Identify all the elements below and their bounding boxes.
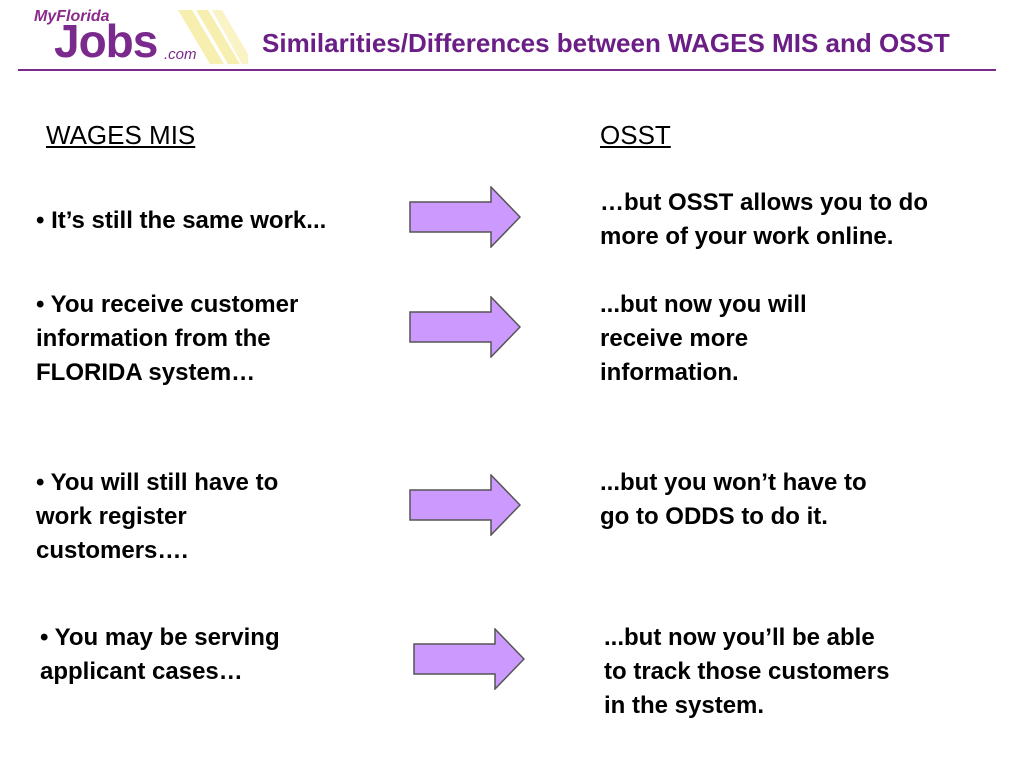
myflorida-jobs-logo: MyFlorida Jobs .com (28, 2, 248, 68)
column-header-osst: OSST (600, 120, 671, 150)
logo-dotcom-text: .com (164, 46, 197, 63)
title-divider (18, 69, 996, 71)
right-arrow-icon (409, 474, 521, 536)
slide-title: Similarities/Differences between WAGES M… (262, 28, 950, 58)
row-3-right-text: ...but you won’t have to go to ODDS to d… (600, 469, 867, 530)
row-4-left-text: • You may be serving applicant cases… (40, 624, 280, 685)
row-2-left-text: • You receive customer information from … (36, 291, 299, 386)
row-4-right-text: ...but now you’ll be able to track those… (604, 624, 890, 719)
right-arrow-icon (409, 186, 521, 248)
logo-stripes-decoration (178, 10, 248, 64)
row-2-right-text: ...but now you will receive more informa… (600, 291, 807, 386)
row-3-left-text: • You will still have to work register c… (36, 469, 279, 564)
right-arrow-icon (409, 296, 521, 358)
logo-jobs-text: Jobs (54, 15, 158, 67)
right-arrow-icon (413, 628, 525, 690)
column-header-wages-mis: WAGES MIS (46, 120, 196, 150)
logo-myflorida-text: MyFlorida (34, 8, 110, 25)
row-1-right-text: …but OSST allows you to do more of your … (600, 189, 928, 250)
row-1-left-text: • It’s still the same work... (36, 207, 327, 234)
